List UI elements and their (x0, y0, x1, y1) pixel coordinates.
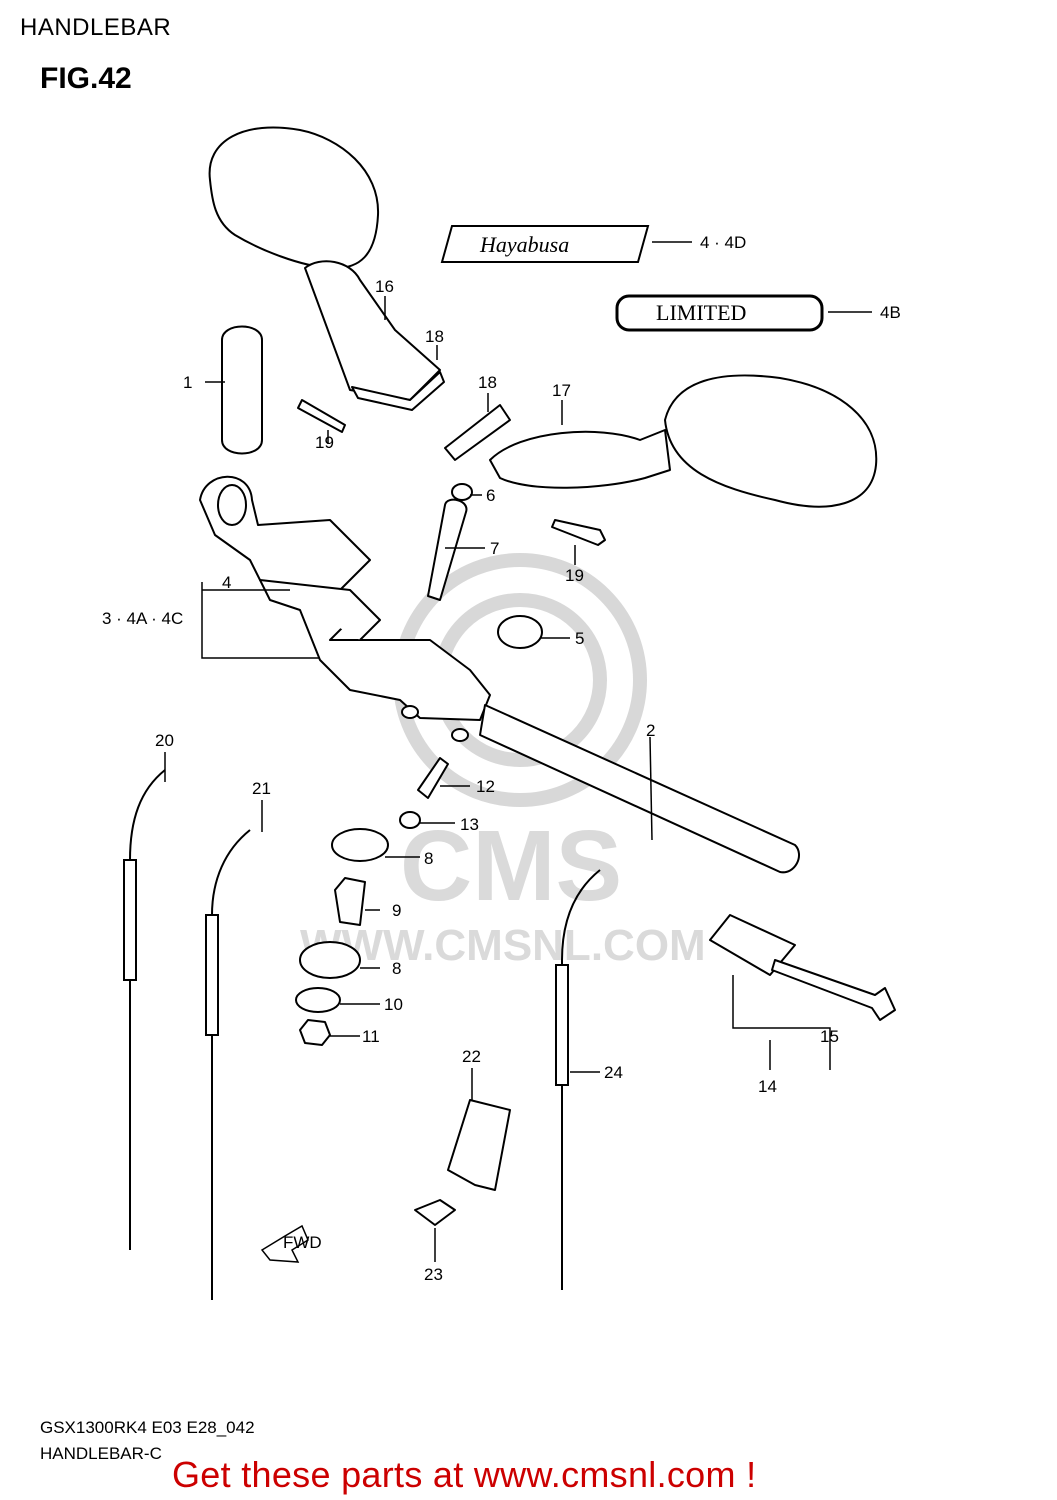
watermark: CMS WWW.CMSNL.COM (300, 553, 706, 970)
watermark-url: WWW.CMSNL.COM (300, 921, 706, 970)
callout-10: 10 (384, 995, 403, 1014)
callout-5: 5 (575, 629, 584, 648)
callout-1: 1 (183, 373, 192, 392)
badge-limited: LIMITED (615, 294, 824, 332)
cap-13 (399, 811, 421, 829)
badge-hayabusa: Hayabusa (440, 225, 650, 263)
callout-19-right: 19 (565, 566, 584, 585)
bolt-19-right (551, 519, 606, 546)
callout-8-upper: 8 (424, 849, 433, 868)
callout-16: 16 (375, 277, 394, 296)
bolt-19-left (297, 399, 346, 433)
section-title: HANDLEBAR (20, 14, 172, 41)
callout-13: 13 (460, 815, 479, 834)
cable-clamp (447, 1099, 511, 1191)
throttle-cables (123, 769, 601, 1300)
callout-4b: 4B (880, 303, 901, 322)
promo-link[interactable]: Get these parts at www.cmsnl.com ! (172, 1454, 757, 1495)
callout-3-4a-4c: 3 · 4A · 4C (102, 609, 183, 628)
svg-text:FWD: FWD (283, 1233, 322, 1252)
bracket-18 (444, 404, 511, 461)
bolt-23 (414, 1199, 456, 1226)
callout-7: 7 (490, 539, 499, 558)
callout-18-left: 18 (425, 327, 444, 346)
clamp-bolt (427, 498, 468, 601)
cap-6 (451, 483, 473, 501)
grip-left (221, 325, 263, 455)
callout-9: 9 (392, 901, 401, 920)
callout-17: 17 (552, 381, 571, 400)
callout-12: 12 (476, 777, 495, 796)
callout-labels: 4 · 4D 4B 1 16 18 18 17 19 6 7 19 4 3 · … (102, 233, 901, 1284)
svg-text:LIMITED: LIMITED (656, 300, 746, 325)
mirror-right (489, 374, 878, 508)
watermark-brand: CMS (400, 810, 622, 922)
mirror-left (208, 126, 445, 411)
callout-18-right: 18 (478, 373, 497, 392)
model-code: GSX1300RK4 E03 E28_042 (40, 1418, 255, 1437)
washer-10 (295, 987, 341, 1013)
cushion-8-lower (299, 941, 361, 979)
callout-24: 24 (604, 1063, 623, 1082)
callout-2: 2 (646, 721, 655, 740)
bar-end-weight (709, 914, 796, 976)
handlebar-clamp (199, 475, 491, 742)
leader-lines (164, 241, 872, 1262)
svg-text:Hayabusa: Hayabusa (479, 232, 569, 257)
callout-20: 20 (155, 731, 174, 750)
callout-6: 6 (486, 486, 495, 505)
callout-22: 22 (462, 1047, 481, 1066)
handlebar-pipe (479, 704, 800, 874)
spacer-9 (334, 877, 366, 926)
callout-14: 14 (758, 1077, 777, 1096)
callout-19-left: 19 (315, 433, 334, 452)
callout-8-lower: 8 (392, 959, 401, 978)
cap-5 (497, 615, 543, 649)
callout-4: 4 (222, 573, 231, 592)
callout-11: 11 (362, 1027, 380, 1046)
fwd-arrow: FWD (260, 1224, 322, 1263)
callout-21: 21 (252, 779, 271, 798)
figure-name: HANDLEBAR-C (40, 1444, 162, 1463)
bolt-12 (417, 757, 449, 799)
callout-15: 15 (820, 1027, 839, 1046)
nut-11 (299, 1019, 331, 1046)
figure-label: FIG.42 (40, 62, 132, 95)
bar-end-screw (771, 959, 896, 1021)
cushion-8-upper (331, 828, 389, 862)
callout-4-4d: 4 · 4D (700, 233, 746, 252)
callout-23: 23 (424, 1265, 443, 1284)
